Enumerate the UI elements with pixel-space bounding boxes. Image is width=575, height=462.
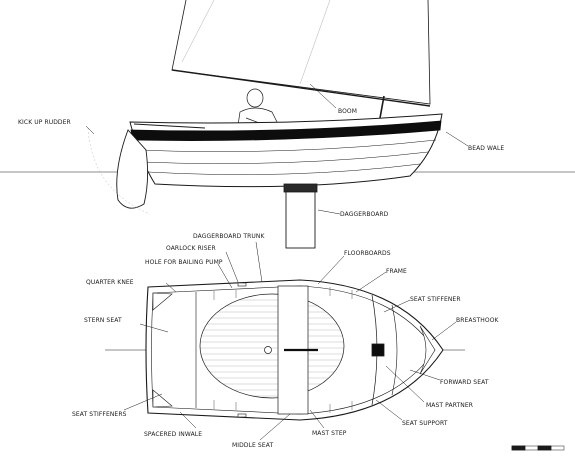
label-daggerboard: DAGGERBOARD — [340, 211, 389, 218]
quarter-knee — [152, 389, 173, 408]
label-kick-up-rudder: KICK UP RUDDER — [18, 119, 71, 126]
frames — [213, 287, 353, 413]
floorboards — [200, 299, 344, 397]
label-stern-seat: STERN SEAT — [84, 317, 122, 324]
leader-rudder — [85, 125, 95, 135]
breasthook — [419, 325, 436, 375]
leader-boom — [309, 83, 337, 109]
label-spacered-inwale: SPACERED INWALE — [144, 431, 203, 438]
scale-bar-fill — [537, 445, 552, 451]
plan-view — [105, 241, 565, 451]
label-seat-stiffeners: SEAT STIFFENERS — [72, 411, 127, 418]
leader-bead-wale — [445, 131, 469, 147]
label-middle-seat: MIDDLE SEAT — [232, 442, 274, 449]
forward-seat-edge — [391, 304, 398, 396]
sail — [171, 0, 431, 105]
label-mast-partner: MAST PARTNER — [426, 402, 474, 409]
label-bead-wale: BEAD WALE — [468, 145, 505, 152]
sail-seam — [181, 0, 215, 63]
bailing-pump-hole — [264, 346, 272, 354]
spacered-inwale — [151, 285, 436, 415]
sail-seam — [299, 0, 331, 85]
label-oarlock-riser: OARLOCK RISER — [166, 245, 216, 252]
plank-line — [135, 139, 437, 152]
label-seat-support: SEAT SUPPORT — [402, 420, 448, 427]
floorboards-outline — [199, 293, 345, 399]
plank-line — [147, 163, 421, 175]
side-elevation — [0, 0, 575, 249]
daggerboard-head — [283, 183, 318, 193]
label-quarter-knee: QUARTER KNEE — [86, 279, 134, 286]
plan-leaders — [123, 241, 457, 441]
scale-bar-fill — [511, 445, 526, 451]
label-boom: BOOM — [338, 108, 358, 115]
label-breasthook: BREASTHOOK — [456, 317, 499, 324]
bead-wale — [130, 120, 442, 141]
plank-line — [141, 151, 429, 164]
label-mast-step: MAST STEP — [312, 430, 347, 437]
label-floorboards: FLOORBOARDS — [344, 250, 391, 257]
boom — [171, 69, 431, 107]
quarter-knee — [152, 292, 173, 311]
oarlock-riser — [237, 413, 247, 418]
label-frame: FRAME — [386, 268, 407, 275]
mast — [379, 95, 385, 119]
label-daggerboard-trunk: DAGGERBOARD TRUNK — [193, 233, 265, 240]
label-hole-for-bailing-pump: HOLE FOR BAILING PUMP — [145, 259, 223, 266]
kick-up-rudder — [116, 129, 149, 209]
rudder-swing-arc — [87, 127, 151, 215]
label-seat-stiffener: SEAT STIFFENER — [410, 296, 461, 303]
leader-daggerboard — [317, 209, 341, 215]
tiller — [133, 123, 206, 129]
label-forward-seat: FORWARD SEAT — [440, 379, 489, 386]
mast-partner — [371, 343, 385, 357]
oarlock-riser — [237, 282, 247, 287]
daggerboard — [285, 189, 316, 249]
